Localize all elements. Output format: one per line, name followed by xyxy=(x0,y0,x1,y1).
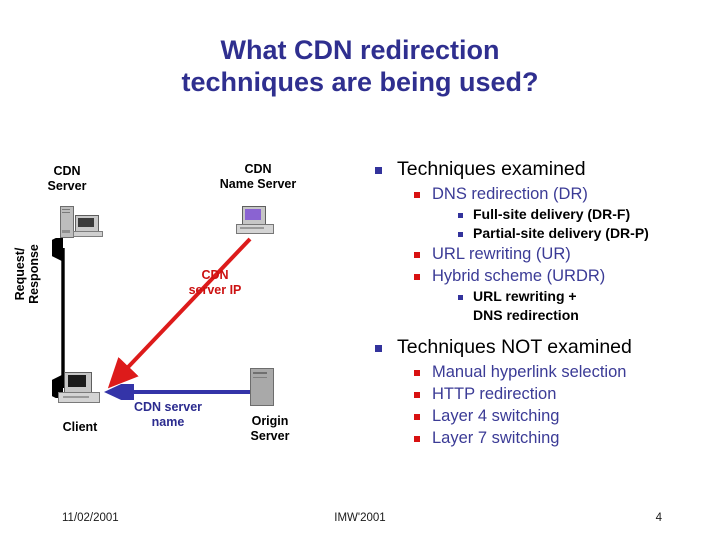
bullet-layer-4-switching: Layer 4 switching xyxy=(372,405,712,427)
bullet-text: HTTP redirection xyxy=(432,385,557,403)
bullet-text: Partial-site delivery (DR-P) xyxy=(473,225,649,241)
title-line-1: What CDN redirection xyxy=(220,35,500,65)
bullet-text: Full-site delivery (DR-F) xyxy=(473,206,631,222)
node-label-origin-server: Origin Server xyxy=(250,414,290,443)
bullet-marker-level1 xyxy=(375,345,382,352)
bullet-text: URL rewriting (UR) xyxy=(432,245,571,263)
bullet-text: Techniques NOT examined xyxy=(397,336,632,358)
bullet-url-rewriting-plus-dns-redirection: URL rewriting + DNS redirection xyxy=(372,287,712,325)
bullet-marker-level2 xyxy=(414,392,420,398)
bullet-text: Manual hyperlink selection xyxy=(432,363,627,381)
cdn-redirection-diagram: CDN Server CDN Name Server Requ xyxy=(0,150,360,470)
bullet-marker-level2 xyxy=(414,436,420,442)
bullet-partial-site-delivery: Partial-site delivery (DR-P) xyxy=(372,224,712,243)
cdn-server-ip-arrow xyxy=(107,237,252,389)
server-tower-monitor-icon xyxy=(60,206,104,238)
slide-footer: 11/02/2001 IMW'2001 4 xyxy=(0,512,720,528)
bullet-text: Layer 7 switching xyxy=(432,429,560,447)
bullet-marker-level2 xyxy=(414,274,420,280)
bullet-http-redirection: HTTP redirection xyxy=(372,383,712,405)
bullet-marker-level2 xyxy=(414,192,420,198)
node-label-client: Client xyxy=(62,420,98,434)
bullet-text: DNS redirection (DR) xyxy=(432,185,588,203)
bullet-hybrid-scheme: Hybrid scheme (URDR) xyxy=(372,265,712,287)
bullet-techniques-not-examined: Techniques NOT examined xyxy=(372,335,712,360)
node-label-cdn-server: CDN Server xyxy=(47,164,87,193)
footer-conference: IMW'2001 xyxy=(334,512,386,524)
bullet-text: Layer 4 switching xyxy=(432,407,560,425)
bullet-marker-level2 xyxy=(414,370,420,376)
title-line-2: techniques are being used? xyxy=(181,67,539,97)
flow-label-request-response: Request/ Response xyxy=(13,244,41,304)
server-rack-icon xyxy=(250,368,276,406)
bullet-url-rewriting: URL rewriting (UR) xyxy=(372,243,712,265)
bullet-marker-level3 xyxy=(458,295,463,300)
bullet-marker-level2 xyxy=(414,414,420,420)
footer-date: 11/02/2001 xyxy=(62,512,119,524)
desktop-computer-icon xyxy=(58,372,102,406)
bullet-marker-level2 xyxy=(414,252,420,258)
node-label-cdn-name-server: CDN Name Server xyxy=(219,162,297,191)
flow-label-cdn-server-name: CDN server name xyxy=(133,400,203,429)
bullet-techniques-examined: Techniques examined xyxy=(372,157,712,182)
page-title: What CDN redirection techniques are bein… xyxy=(60,34,660,98)
bullet-text: URL rewriting + DNS redirection xyxy=(473,288,579,323)
bullet-group-spacer xyxy=(372,325,712,335)
footer-page-number: 4 xyxy=(655,512,662,524)
bullet-text: Techniques examined xyxy=(397,158,586,180)
request-response-arrow xyxy=(52,238,65,398)
desktop-computer-purple-icon xyxy=(236,206,278,238)
bullet-marker-level3 xyxy=(458,232,463,237)
bullet-marker-level1 xyxy=(375,167,382,174)
bullet-full-site-delivery: Full-site delivery (DR-F) xyxy=(372,205,712,224)
bullet-list: Techniques examined DNS redirection (DR)… xyxy=(372,157,712,449)
bullet-manual-hyperlink-selection: Manual hyperlink selection xyxy=(372,361,712,383)
bullet-marker-level3 xyxy=(458,213,463,218)
bullet-text: Hybrid scheme (URDR) xyxy=(432,267,606,285)
bullet-dns-redirection: DNS redirection (DR) xyxy=(372,183,712,205)
bullet-layer-7-switching: Layer 7 switching xyxy=(372,427,712,449)
cdn-server-name-arrow xyxy=(104,384,250,400)
flow-label-cdn-server-ip: CDN server IP xyxy=(188,268,242,297)
